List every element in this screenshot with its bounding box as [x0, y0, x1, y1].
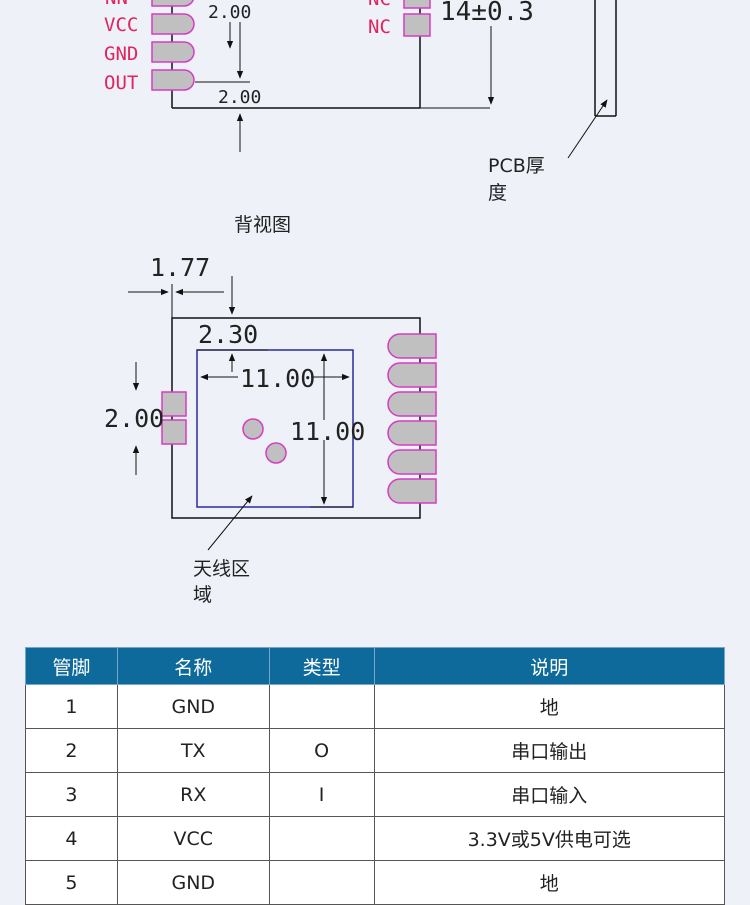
cell-type: [268, 816, 375, 861]
cell-name: TX: [116, 728, 270, 773]
table-row: 1 GND 地: [25, 684, 725, 729]
module-outline: [171, 317, 421, 519]
top-dim-thickness: 14±0.3: [440, 0, 534, 27]
mount-dot-1: [242, 418, 264, 440]
cell-name: GND: [116, 860, 270, 905]
header-desc: 说明: [373, 647, 725, 685]
antenna-label-1: 天线区: [193, 558, 250, 580]
dim-left-offset: 1.77: [150, 253, 210, 282]
table-row: 3 RX I 串口输入: [25, 772, 725, 817]
cell-desc: 3.3V或5V供电可选: [373, 816, 725, 861]
cell-desc: 串口输入: [373, 772, 725, 817]
cell-type: O: [268, 728, 375, 773]
pcb-thickness-label-2: 度: [488, 182, 507, 204]
pin-label-vcc: VCC: [104, 14, 138, 36]
pin-label-nc-1: NC: [368, 0, 391, 10]
dim-top-offset: 2.30: [198, 320, 258, 349]
table-row: 2 TX O 串口输出: [25, 728, 725, 773]
antenna-area: [196, 349, 354, 508]
top-dim-lower: 2.00: [218, 87, 261, 108]
pin-definition-table: 管脚 名称 类型 说明 1 GND 地 2 TX O 串口输出 3 RX I 串…: [25, 647, 725, 905]
top-dim-upper: 2.00: [208, 2, 251, 23]
pin-label-gnd: GND: [104, 43, 138, 65]
cell-desc: 地: [373, 860, 725, 905]
pcb-thickness-label-1: PCB厚: [488, 155, 545, 177]
table-header-row: 管脚 名称 类型 说明: [25, 647, 725, 685]
cell-name: RX: [116, 772, 270, 817]
dim-width: 11.00: [240, 364, 315, 393]
header-pin: 管脚: [25, 647, 118, 685]
cell-name: VCC: [116, 816, 270, 861]
header-name: 名称: [116, 647, 270, 685]
cell-pin: 3: [25, 772, 118, 817]
pin-label-nc-2: NC: [368, 16, 391, 38]
cell-desc: 串口输出: [373, 728, 725, 773]
table-row: 4 VCC 3.3V或5V供电可选: [25, 816, 725, 861]
top-view-drawing: NN VCC GND OUT 2.00 2.00 NC NC 14±0.3 PC…: [104, 0, 617, 204]
back-right-pads: [387, 333, 437, 504]
cell-name: GND: [116, 684, 270, 729]
cell-type: [268, 684, 375, 729]
antenna-label-2: 域: [193, 584, 212, 606]
cell-pin: 1: [25, 684, 118, 729]
mount-dot-2: [265, 442, 287, 464]
dim-pin-pitch: 2.00: [104, 404, 164, 433]
top-left-pads: [151, 0, 195, 91]
back-view-title: 背视图: [234, 214, 291, 236]
pin-label-partial: NN: [105, 0, 128, 9]
cell-type: I: [268, 772, 375, 817]
dim-height: 11.00: [290, 417, 365, 446]
cell-type: [268, 860, 375, 905]
back-view-drawing: 背视图 1.77 2.30: [104, 214, 437, 606]
top-right-pads: [403, 0, 431, 37]
pin-label-out: OUT: [104, 72, 138, 94]
table-row: 5 GND 地: [25, 860, 725, 905]
back-left-pads: [161, 391, 187, 445]
cell-pin: 5: [25, 860, 118, 905]
cell-pin: 4: [25, 816, 118, 861]
cell-desc: 地: [373, 684, 725, 729]
mechanical-drawing: NN VCC GND OUT 2.00 2.00 NC NC 14±0.3 PC…: [104, 0, 617, 606]
cell-pin: 2: [25, 728, 118, 773]
header-type: 类型: [268, 647, 375, 685]
